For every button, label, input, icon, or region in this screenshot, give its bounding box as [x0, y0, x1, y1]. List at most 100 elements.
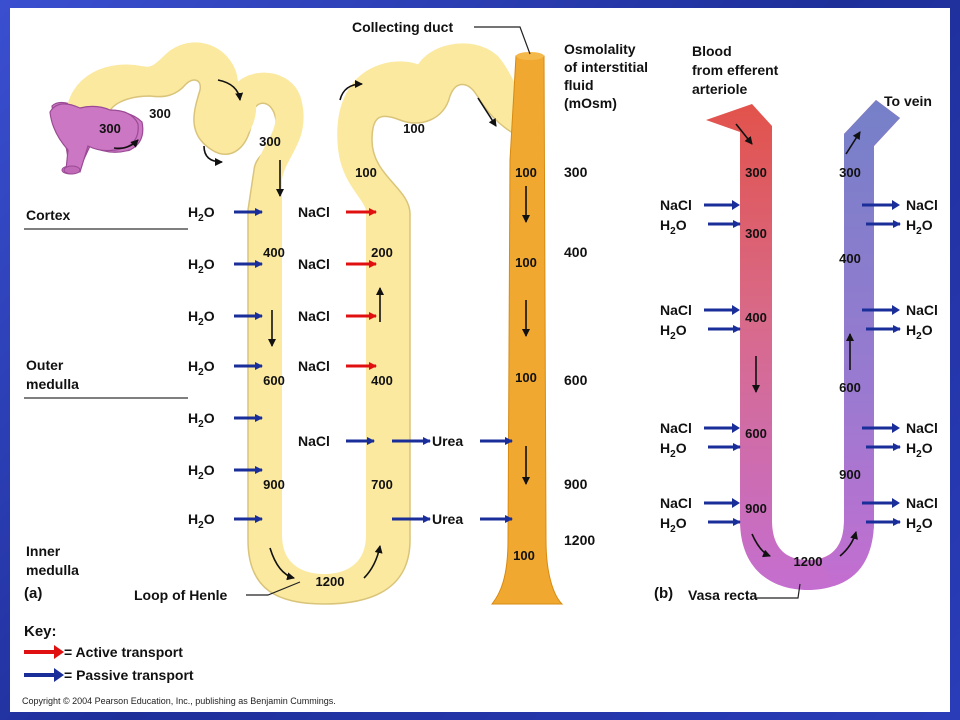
- ascending-value-400: 400: [371, 373, 393, 388]
- vasa-values: 300 300 400 600 900 1200 300 400 600 900: [745, 165, 861, 569]
- blood-label-2: from efferent: [692, 62, 779, 78]
- h2o-label: H2O: [188, 410, 215, 430]
- interstitial-300: 300: [564, 164, 588, 180]
- panel-label-b: (b): [654, 585, 673, 602]
- vasa-nacl-in-arrow-head: [732, 200, 740, 210]
- vasa-h2o-label-r: H2O: [906, 217, 933, 237]
- vasa-recta: [706, 100, 900, 590]
- vasa-nacl-label: NaCl: [660, 495, 692, 511]
- duct-value-4: 100: [513, 548, 535, 563]
- descending-value-600: 600: [263, 373, 285, 388]
- vasa-nacl-label: NaCl: [660, 302, 692, 318]
- vasa-asc-900: 900: [839, 467, 861, 482]
- descending-value-900: 900: [263, 477, 285, 492]
- vasa-bottom: 1200: [794, 554, 823, 569]
- vasa-recta-label: Vasa recta: [688, 587, 757, 603]
- osmolality-header-2: of interstitial: [564, 59, 648, 75]
- vasa-desc-400: 400: [745, 310, 767, 325]
- vasa-h2o-label: H2O: [660, 217, 687, 237]
- loop-of-henle-label: Loop of Henle: [134, 587, 228, 603]
- vasa-nacl-label-r: NaCl: [906, 495, 938, 511]
- key-title: Key:: [24, 623, 57, 640]
- vasa-h2o-label-r: H2O: [906, 322, 933, 342]
- vasa-h2o-label: H2O: [660, 322, 687, 342]
- osmolality-header-1: Osmolality: [564, 41, 636, 57]
- vasa-h2o-label-r: H2O: [906, 440, 933, 460]
- proximal-value-1: 300: [149, 106, 171, 121]
- vasa-desc-600: 600: [745, 426, 767, 441]
- nacl-label: NaCl: [298, 358, 330, 374]
- interstitial-1200: 1200: [564, 532, 595, 548]
- glomerulus-value: 300: [99, 121, 121, 136]
- vasa-nacl-in-arrow-head: [732, 305, 740, 315]
- descending-value-400: 400: [263, 245, 285, 260]
- distal-value: 100: [403, 121, 425, 136]
- vasa-nacl-label-r: NaCl: [906, 302, 938, 318]
- vasa-nacl-out-arrow-head: [892, 305, 900, 315]
- kidney-diagram: 300 300 300 400 600 900 1200 100 200 400…: [22, 19, 938, 706]
- loop-bottom-value: 1200: [316, 574, 345, 589]
- ascending-value-700: 700: [371, 477, 393, 492]
- h2o-label: H2O: [188, 462, 215, 482]
- vasa-h2o-label: H2O: [660, 440, 687, 460]
- legend-key: Key: = Active transport = Passive transp…: [24, 623, 194, 683]
- h2o-label: H2O: [188, 204, 215, 224]
- copyright: Copyright © 2004 Pearson Education, Inc.…: [22, 696, 336, 706]
- blood-label-1: Blood: [692, 43, 732, 59]
- tubule-values: 300 300 300 400 600 900 1200 100 200 400…: [99, 106, 537, 589]
- vasa-nacl-label-r: NaCl: [906, 420, 938, 436]
- vasa-nacl-in-arrow-head: [732, 498, 740, 508]
- ascending-value-100: 100: [355, 165, 377, 180]
- osmolality-header-3: fluid: [564, 77, 594, 93]
- h2o-label: H2O: [188, 511, 215, 531]
- urea-label: Urea: [432, 511, 463, 527]
- key-active-label: = Active transport: [64, 644, 183, 660]
- vasa-desc-300a: 300: [745, 165, 767, 180]
- vasa-desc-900: 900: [745, 501, 767, 516]
- h2o-label: H2O: [188, 358, 215, 378]
- nacl-label: NaCl: [298, 308, 330, 324]
- collecting-duct-label: Collecting duct: [352, 19, 453, 35]
- h2o-label: H2O: [188, 256, 215, 276]
- zone-inner-2: medulla: [26, 562, 79, 578]
- h2o-label: H2O: [188, 308, 215, 328]
- zone-outer-2: medulla: [26, 376, 79, 392]
- osmolality-header-4: (mOsm): [564, 95, 617, 111]
- proximal-value-2: 300: [259, 134, 281, 149]
- flow-arrows-a: [113, 79, 530, 581]
- vasa-h2o-label-r: H2O: [906, 515, 933, 535]
- labels-b: Blood from efferent arteriole To vein (b…: [654, 43, 932, 603]
- duct-value-1: 100: [515, 165, 537, 180]
- labels-a: Collecting duct Cortex Outer medulla Inn…: [24, 19, 453, 603]
- duct-value-3: 100: [515, 370, 537, 385]
- zone-outer-1: Outer: [26, 357, 64, 373]
- interstitial-400: 400: [564, 244, 588, 260]
- nacl-label: NaCl: [298, 256, 330, 272]
- vasa-asc-400: 400: [839, 251, 861, 266]
- transport-arrows-a: H2OH2OH2OH2OH2OH2OH2ONaClNaClNaClNaClNaC…: [188, 204, 513, 531]
- vasa-asc-300: 300: [839, 165, 861, 180]
- interstitial-900: 900: [564, 476, 588, 492]
- key-passive-label: = Passive transport: [64, 667, 194, 683]
- to-vein-label: To vein: [884, 93, 932, 109]
- ascending-value-200: 200: [371, 245, 393, 260]
- zone-cortex: Cortex: [26, 207, 71, 223]
- vasa-nacl-out-arrow-head: [892, 200, 900, 210]
- nacl-label: NaCl: [298, 204, 330, 220]
- nacl-label: NaCl: [298, 433, 330, 449]
- flow-arrows-b: [735, 123, 861, 558]
- vasa-h2o-label: H2O: [660, 515, 687, 535]
- vasa-nacl-out-arrow-head: [892, 498, 900, 508]
- osmolality-column: Osmolality of interstitial fluid (mOsm) …: [564, 41, 648, 548]
- vasa-nacl-label-r: NaCl: [906, 197, 938, 213]
- vasa-asc-600: 600: [839, 380, 861, 395]
- vasa-nacl-out-arrow-head: [892, 423, 900, 433]
- blood-label-3: arteriole: [692, 81, 747, 97]
- vasa-desc-300b: 300: [745, 226, 767, 241]
- vasa-nacl-in-arrow-head: [732, 423, 740, 433]
- vasa-nacl-label: NaCl: [660, 197, 692, 213]
- figure-panel: 300 300 300 400 600 900 1200 100 200 400…: [10, 8, 950, 712]
- interstitial-600: 600: [564, 372, 588, 388]
- panel-label-a: (a): [24, 585, 42, 602]
- duct-value-2: 100: [515, 255, 537, 270]
